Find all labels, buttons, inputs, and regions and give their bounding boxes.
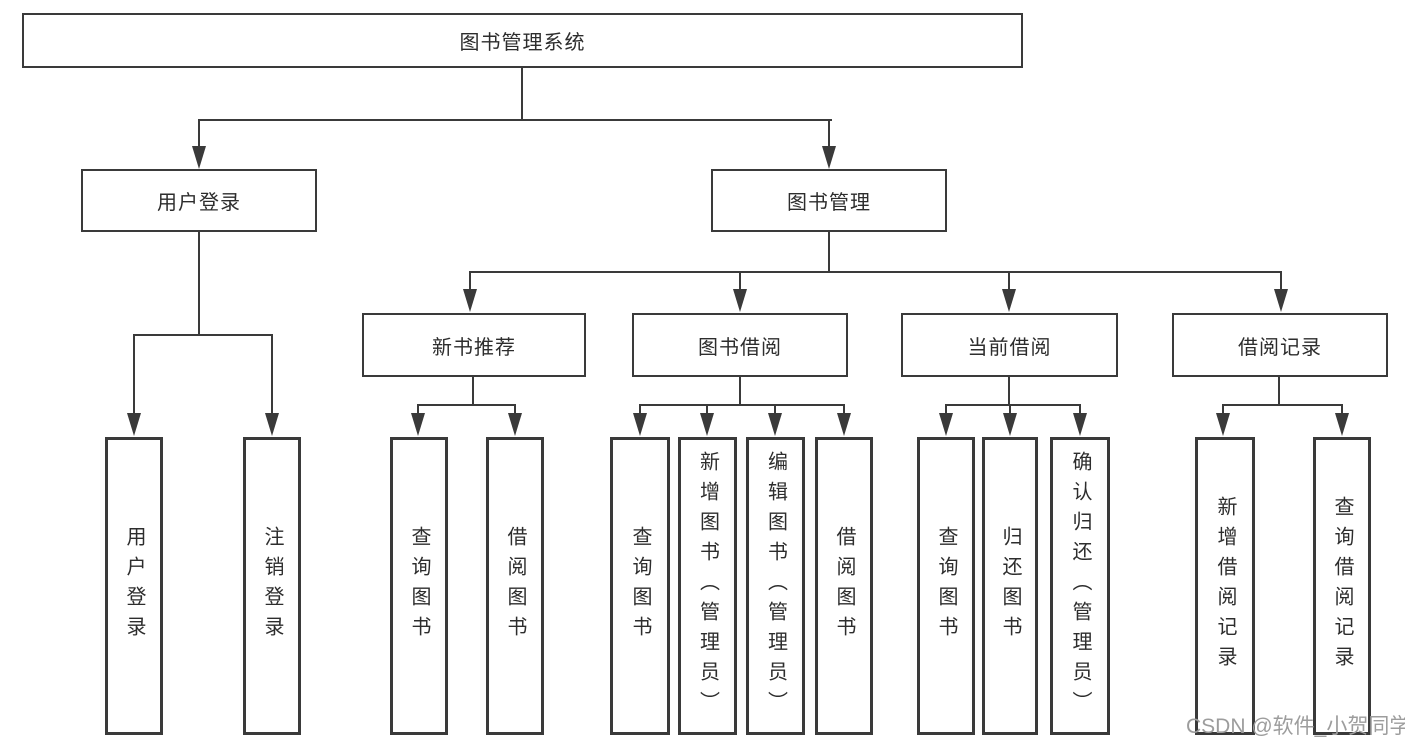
leaf-newbook-borrow: 借阅图书 <box>486 437 544 735</box>
connector-shaft <box>1222 404 1224 418</box>
node-current-borrow: 当前借阅 <box>901 313 1118 377</box>
leaf-label: 查询图书 <box>408 526 430 646</box>
arrow-down-icon <box>822 146 836 169</box>
leaf-borrow-query: 查询图书 <box>610 437 670 735</box>
arrow-down-icon <box>939 413 953 436</box>
connector-shaft <box>1341 404 1343 418</box>
arrow-down-icon <box>265 413 279 436</box>
leaf-newbook-query: 查询图书 <box>390 437 448 735</box>
connector-shaft <box>514 404 516 418</box>
node-book-borrow: 图书借阅 <box>632 313 848 377</box>
node-root-label: 图书管理系统 <box>459 32 586 54</box>
leaf-label: 用户登录 <box>123 526 145 646</box>
arrow-down-icon <box>463 289 477 312</box>
connector-user-login-rail <box>133 334 273 336</box>
connector-shaft <box>1009 404 1011 418</box>
leaf-label: 归还图书 <box>999 526 1021 646</box>
arrow-down-icon <box>700 413 714 436</box>
arrow-down-icon <box>1002 289 1016 312</box>
leaf-borrow-add-admin: 新增图书（管理员） <box>678 437 737 735</box>
connector-shaft <box>1008 271 1010 293</box>
connector-user-login-stem <box>198 231 200 336</box>
leaf-label: 查询图书 <box>935 526 957 646</box>
arrow-down-icon <box>127 413 141 436</box>
connector-shaft <box>739 271 741 293</box>
node-new-book-label: 新书推荐 <box>432 336 516 359</box>
node-book-mgmt: 图书管理 <box>711 169 947 232</box>
node-user-login-label: 用户登录 <box>157 192 241 214</box>
watermark: CSDN @软件_小贺同学 <box>1186 715 1405 738</box>
connector-new-book-rail <box>417 404 516 406</box>
connector-shaft <box>843 404 845 418</box>
arrow-down-icon <box>633 413 647 436</box>
leaf-user-login: 用户登录 <box>105 437 163 735</box>
connector-shaft <box>1280 271 1282 293</box>
node-book-mgmt-label: 图书管理 <box>787 192 871 214</box>
leaf-label: 查询图书 <box>629 526 651 646</box>
arrow-down-icon <box>1335 413 1349 436</box>
leaf-logout: 注销登录 <box>243 437 301 735</box>
connector-new-book-stem <box>472 376 474 406</box>
leaf-label: 借阅图书 <box>833 526 855 646</box>
connector-shaft <box>271 334 273 416</box>
connector-current-borrow-rail <box>945 404 1081 406</box>
node-borrow-records-label: 借阅记录 <box>1238 336 1322 359</box>
node-book-borrow-label: 图书借阅 <box>698 336 782 359</box>
node-user-login: 用户登录 <box>81 169 317 232</box>
leaf-borrow-book: 借阅图书 <box>815 437 873 735</box>
node-borrow-records: 借阅记录 <box>1172 313 1388 377</box>
connector-shaft <box>417 404 419 418</box>
arrow-down-icon <box>1216 413 1230 436</box>
arrow-down-icon <box>508 413 522 436</box>
leaf-records-add: 新增借阅记录 <box>1195 437 1255 735</box>
connector-shaft <box>639 404 641 418</box>
leaf-label: 编辑图书（管理员） <box>764 451 787 721</box>
leaf-current-confirm-admin: 确认归还（管理员） <box>1050 437 1110 735</box>
leaf-label: 确认归还（管理员） <box>1069 451 1091 721</box>
connector-shaft <box>706 404 708 418</box>
connector-shaft <box>133 334 135 416</box>
connector-level3-rail <box>469 271 1282 273</box>
leaf-current-return: 归还图书 <box>982 437 1038 735</box>
connector-book-borrow-stem <box>739 376 741 406</box>
leaf-label: 新增借阅记录 <box>1214 496 1236 676</box>
arrow-down-icon <box>768 413 782 436</box>
leaf-borrow-edit-admin: 编辑图书（管理员） <box>746 437 805 735</box>
leaf-current-query: 查询图书 <box>917 437 975 735</box>
connector-shaft <box>828 119 830 149</box>
connector-shaft <box>469 271 471 293</box>
node-new-book: 新书推荐 <box>362 313 586 377</box>
connector-root-stem <box>521 68 523 120</box>
connector-shaft <box>198 119 200 149</box>
arrow-down-icon <box>733 289 747 312</box>
arrow-down-icon <box>1003 413 1017 436</box>
leaf-label: 借阅图书 <box>504 526 526 646</box>
leaf-label: 新增图书（管理员） <box>696 451 719 721</box>
connector-records-stem <box>1278 376 1280 406</box>
connector-shaft <box>945 404 947 418</box>
arrow-down-icon <box>411 413 425 436</box>
arrow-down-icon <box>1274 289 1288 312</box>
arrow-down-icon <box>192 146 206 169</box>
connector-book-borrow-rail <box>639 404 845 406</box>
connector-shaft <box>774 404 776 418</box>
leaf-records-query: 查询借阅记录 <box>1313 437 1371 735</box>
node-root: 图书管理系统 <box>22 13 1023 68</box>
leaf-label: 注销登录 <box>261 526 283 646</box>
connector-book-mgmt-stem <box>828 231 830 273</box>
arrow-down-icon <box>837 413 851 436</box>
connector-shaft <box>1079 404 1081 418</box>
connector-level2-rail <box>198 119 832 121</box>
connector-current-borrow-stem <box>1008 376 1010 406</box>
node-current-borrow-label: 当前借阅 <box>967 336 1052 359</box>
connector-records-rail <box>1222 404 1342 406</box>
leaf-label: 查询借阅记录 <box>1331 496 1353 676</box>
arrow-down-icon <box>1073 413 1087 436</box>
